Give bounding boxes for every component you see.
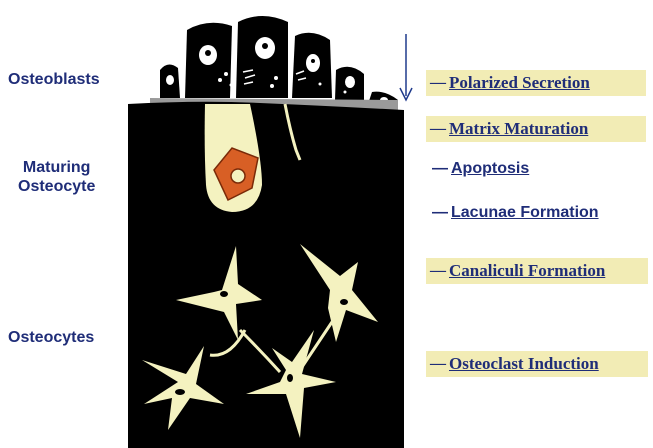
process-polarized-secretion: —Polarized Secretion — [426, 70, 646, 96]
process-apoptosis: —Apoptosis — [432, 156, 529, 182]
label-osteocytes: Osteocytes — [8, 328, 94, 347]
label-maturing-osteocyte: Maturing Osteocyte — [18, 158, 95, 196]
process-lacunae-formation: —Lacunae Formation — [432, 200, 599, 226]
process-label: Lacunae Formation — [451, 204, 599, 222]
process-label: Polarized Secretion — [449, 73, 590, 93]
process-osteoclast-induction: —Osteoclast Induction — [426, 351, 648, 377]
process-canaliculi-formation: —Canaliculi Formation — [426, 258, 648, 284]
process-matrix-maturation: —Matrix Maturation — [426, 116, 646, 142]
label-maturing-line1: Maturing — [18, 158, 95, 177]
label-osteoblasts: Osteoblasts — [8, 70, 100, 89]
maturing-osteocyte-nucleus — [231, 169, 245, 183]
process-label: Apoptosis — [451, 160, 529, 178]
label-maturing-line2: Osteocyte — [18, 177, 95, 196]
process-label: Canaliculi Formation — [449, 261, 605, 281]
process-label: Matrix Maturation — [449, 119, 588, 139]
process-label: Osteoclast Induction — [449, 354, 599, 374]
osteoblast-layer — [160, 16, 398, 106]
